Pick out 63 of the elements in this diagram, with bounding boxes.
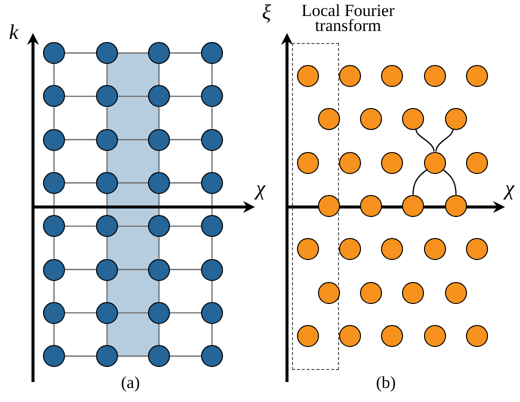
grid-line (170, 312, 201, 314)
grid-line (170, 182, 201, 184)
grid-line (170, 226, 201, 227)
grid-line (158, 280, 160, 302)
grid-line (53, 150, 55, 172)
grid-line (211, 194, 213, 216)
grid-line (65, 139, 96, 140)
grid-line (65, 312, 96, 314)
axis-label: χ (505, 178, 514, 199)
axis-label: k (9, 22, 18, 43)
grid-line (65, 226, 96, 227)
grid-line (106, 194, 108, 216)
grid-line (158, 237, 160, 258)
grid-line (170, 139, 201, 140)
grid-line (65, 356, 96, 357)
grid-line (118, 226, 148, 227)
grid-line (65, 96, 96, 97)
curved-connector (415, 129, 435, 152)
grid-line (170, 96, 201, 97)
grid-line (211, 64, 213, 86)
grid-line (65, 182, 96, 184)
grid-line (53, 280, 55, 302)
grid-line (106, 237, 108, 258)
grid-line (106, 324, 108, 346)
grid-line (106, 64, 108, 86)
grid-line (158, 324, 160, 346)
grid-line (158, 194, 160, 216)
grid-line (53, 324, 55, 346)
grid-line (211, 150, 213, 172)
grid-line (118, 268, 148, 270)
grid-line (118, 182, 148, 184)
grid-line (53, 107, 55, 129)
grid-line (118, 139, 148, 140)
grid-line (106, 280, 108, 302)
grid-line (118, 312, 148, 314)
grid-line (158, 107, 160, 129)
grid-line (53, 64, 55, 86)
grid-line (53, 237, 55, 258)
curved-connector (412, 169, 428, 195)
grid-line (118, 96, 148, 97)
grid-line (170, 268, 201, 270)
axis-label: ξ (262, 2, 271, 23)
grid-line (65, 52, 96, 54)
grid-line (65, 268, 96, 270)
curved-connector (435, 129, 454, 152)
grid-line (211, 280, 213, 302)
panel-caption: (b) (376, 374, 396, 391)
grid-line (118, 52, 148, 54)
grid-line (158, 150, 160, 172)
grid-line (106, 107, 108, 129)
grid-line (170, 52, 201, 54)
grid-line (118, 356, 148, 357)
panel-caption: (a) (121, 374, 140, 391)
grid-line (211, 237, 213, 258)
grid-line (106, 150, 108, 172)
grid-line (170, 356, 201, 357)
grid-line (211, 324, 213, 346)
grid-line (53, 194, 55, 216)
box-heading: Local Fourier transform (300, 3, 396, 33)
grid-line (211, 107, 213, 129)
curved-connector (442, 169, 457, 195)
grid-line (158, 64, 160, 86)
axis-label: χ (256, 178, 266, 199)
